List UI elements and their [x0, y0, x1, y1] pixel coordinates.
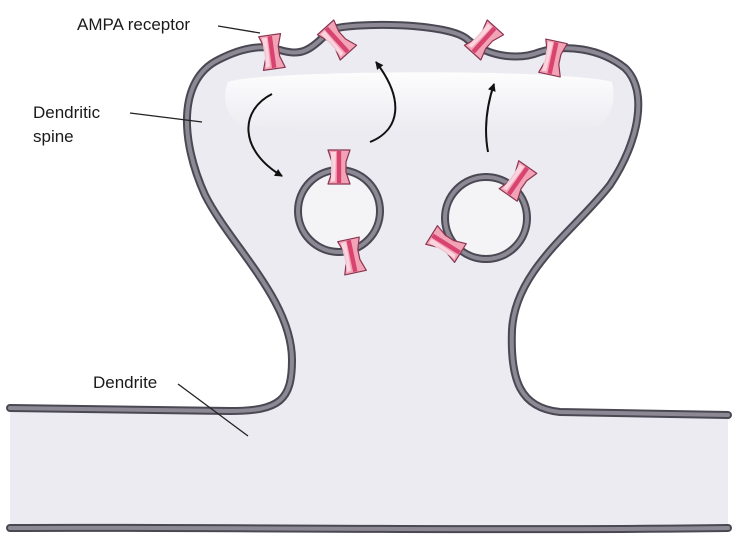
label-dendritic-spine-line2: spine: [33, 127, 74, 146]
lower-membrane: [10, 528, 728, 529]
label-dendritic-spine-line1: Dendritic: [33, 103, 101, 122]
label-ampa-receptor: AMPA receptor: [77, 15, 190, 34]
spine-highlight: [225, 72, 613, 132]
label-dendrite: Dendrite: [93, 373, 157, 392]
